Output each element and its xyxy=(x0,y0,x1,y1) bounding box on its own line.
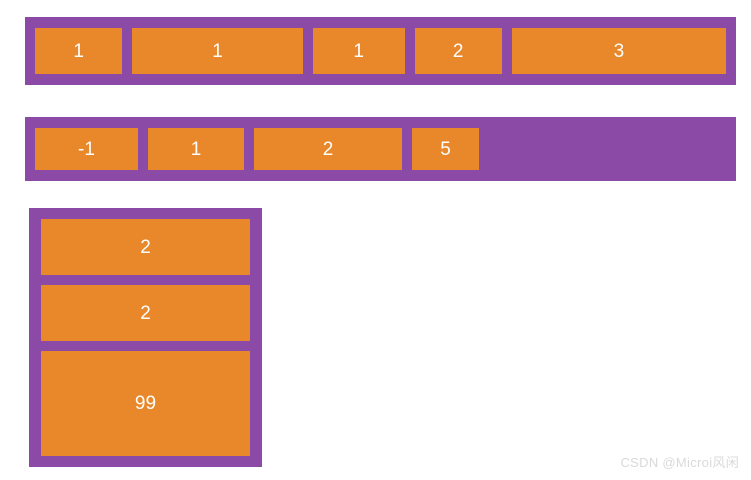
flex-item: 1 xyxy=(35,28,123,74)
flex-item: 2 xyxy=(414,28,502,74)
flex-container-2: -1 1 2 5 xyxy=(25,117,736,181)
flex-container-1: 1 1 1 2 3 xyxy=(25,17,736,85)
watermark-label: CSDN @Microi风闲 xyxy=(620,455,739,470)
flex-item: 1 xyxy=(312,28,405,74)
flex-item: 1 xyxy=(148,128,244,170)
flex-item: 3 xyxy=(511,28,726,74)
flex-container-3: 2 2 99 xyxy=(29,208,262,467)
flex-item: 99 xyxy=(41,351,250,456)
flex-item: 5 xyxy=(412,128,479,170)
flex-item: 2 xyxy=(254,128,402,170)
flex-item: -1 xyxy=(35,128,138,170)
flex-item: 1 xyxy=(132,28,303,74)
flex-item: 2 xyxy=(41,219,250,275)
flex-item: 2 xyxy=(41,285,250,341)
